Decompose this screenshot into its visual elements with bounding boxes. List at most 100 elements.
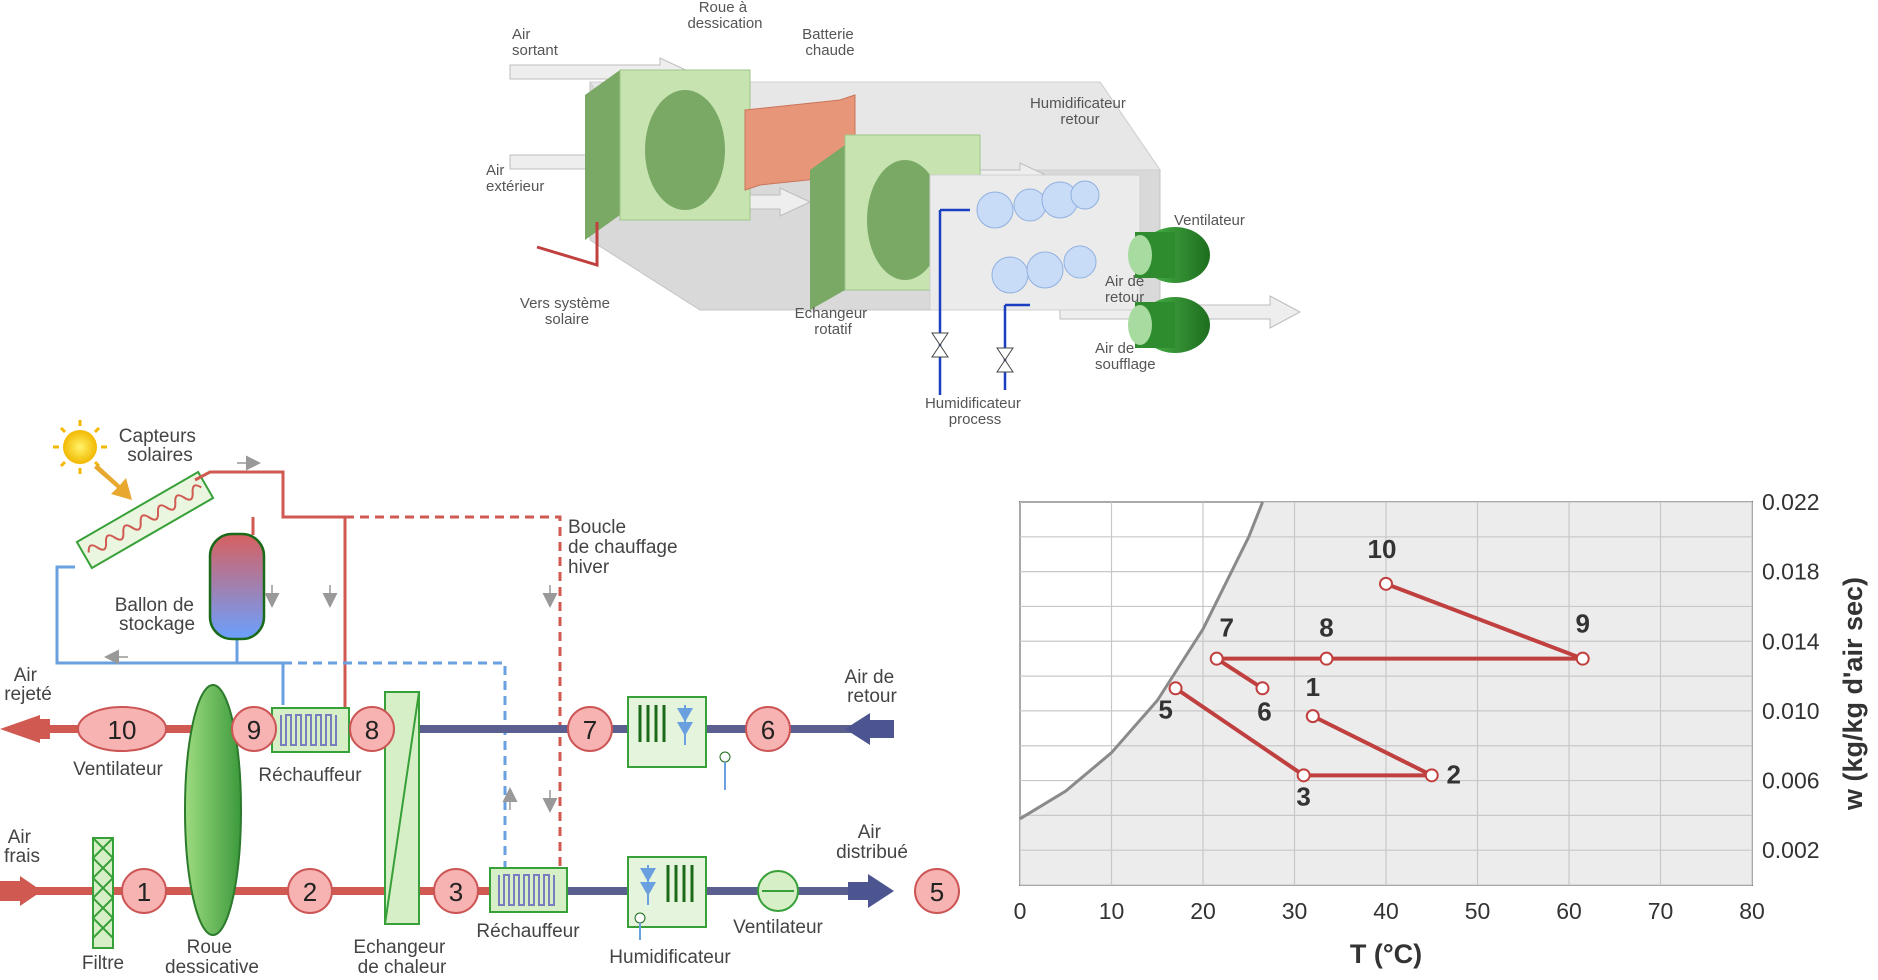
y-axis-title: w (kg/kg d'air sec): [1838, 577, 1868, 811]
schematic-node: 6: [745, 706, 791, 752]
state-point: [1575, 651, 1590, 666]
fan-lower: [1128, 297, 1210, 353]
y-tick-labels: 0.002 0.006 0.010 0.014 0.018 0.022: [1762, 489, 1820, 863]
label-rechauffeur-bottom: Réchauffeur: [476, 921, 580, 942]
desiccant-wheel-side: [585, 70, 620, 240]
heater-coil-top-icon: [271, 707, 350, 753]
schematic-node-label: 8: [365, 715, 379, 745]
y-tick-label: 0.018: [1762, 559, 1820, 585]
schematic-node: 3: [433, 868, 479, 914]
label-air-de-soufflage: Air de soufflage: [1095, 340, 1156, 373]
state-point-label: 2: [1447, 759, 1461, 789]
state-point-label: 8: [1319, 613, 1333, 643]
x-tick-label: 50: [1465, 898, 1491, 924]
label-air-sortant: Air sortant: [512, 26, 559, 59]
schematic-node-label: 7: [583, 715, 597, 745]
exhaust-arrow-icon: [0, 715, 40, 743]
humidifier-bottom-icon: [627, 856, 707, 940]
label-batterie-chaude: Batterie chaude: [802, 26, 858, 59]
schematic-node-label: 10: [108, 715, 137, 745]
supply-arrow-tail: [848, 882, 870, 900]
y-tick-label: 0.010: [1762, 698, 1820, 724]
schematic-node-label: 2: [303, 877, 317, 907]
x-tick-label: 0: [1014, 898, 1027, 924]
solar-hot-pipe: [194, 470, 347, 710]
return-arrow-icon: [845, 713, 870, 745]
state-point: [1255, 681, 1270, 696]
label-air-frais: Air frais: [4, 827, 40, 867]
schematic-node: 2: [287, 868, 333, 914]
label-ventilateur-exhaust: Ventilateur: [73, 759, 163, 780]
state-point: [1209, 651, 1224, 666]
schematic-node-label: 9: [247, 715, 261, 745]
supply-arrow-icon: [868, 874, 894, 908]
schematic-node-label: 6: [761, 715, 775, 745]
process-lines: [1174, 581, 1584, 778]
label-air-de-retour: Air de retour: [845, 667, 900, 707]
label-echangeur-rotatif: Echangeur rotatif: [795, 305, 872, 338]
schematic-node: 9: [231, 706, 277, 752]
x-tick-label: 60: [1556, 898, 1582, 924]
y-tick-label: 0.014: [1762, 628, 1820, 654]
filter-icon: [91, 837, 115, 949]
x-tick-label: 70: [1648, 898, 1674, 924]
heater-coil-bottom-icon: [489, 867, 568, 913]
label-ballon-de-stockage: Ballon de stockage: [115, 595, 200, 635]
label-filtre: Filtre: [82, 953, 124, 974]
state-point: [1424, 768, 1439, 783]
y-tick-label: 0.002: [1762, 837, 1820, 863]
fresh-air-arrow-tail: [0, 881, 22, 901]
label-air-exterieur: Air extérieur: [486, 162, 544, 195]
x-tick-label: 20: [1190, 898, 1216, 924]
x-tick-label: 10: [1099, 898, 1125, 924]
label-humidificateur-retour: Humidificateur retour: [1030, 95, 1130, 128]
state-point-label: 9: [1575, 609, 1589, 639]
label-air-rejete: Air rejeté: [4, 665, 52, 705]
label-air-distribue: Air distribué: [836, 822, 908, 863]
state-point-label: 7: [1219, 613, 1233, 643]
label-roue-dessicative: Roue dessicative: [165, 937, 259, 978]
process-segment: [1385, 581, 1584, 661]
solar-collector: [75, 470, 215, 570]
state-point: [1168, 681, 1183, 696]
solar-cold-pipe: [55, 565, 285, 705]
process-segment: [1174, 686, 1305, 777]
sun-icon: [63, 430, 97, 464]
label-ventilateur-supply: Ventilateur: [733, 917, 823, 938]
fresh-air-arrow-icon: [20, 876, 42, 906]
process-segment: [1311, 714, 1433, 778]
schematic-node: 10: [77, 706, 167, 752]
x-tick-label: 40: [1373, 898, 1399, 924]
schematic-node-label: 5: [930, 877, 944, 907]
ahu-3d-view: Air sortant Air extérieur Roue à dessica…: [486, 0, 1302, 428]
flow-arrows-icon: [104, 455, 558, 813]
state-point: [1296, 768, 1311, 783]
return-arrow-tail: [868, 720, 894, 738]
label-roue-dessication: Roue à dessication: [687, 0, 762, 32]
label-humidificateur: Humidificateur: [609, 947, 731, 968]
label-vers-systeme-solaire: Vers système solaire: [520, 295, 614, 328]
x-tick-label: 80: [1739, 898, 1765, 924]
y-tick-label: 0.006: [1762, 768, 1820, 794]
label-capteurs-solaires: Capteurs solaires: [119, 426, 201, 466]
schematic-node: 7: [567, 706, 613, 752]
state-point: [1319, 651, 1334, 666]
state-point-label: 10: [1368, 534, 1397, 564]
saturation-curve: [1019, 501, 1264, 821]
sun-arrow-icon: [94, 464, 132, 500]
schematic-node-label: 3: [449, 877, 463, 907]
valve-icon: [931, 332, 1014, 373]
state-point: [1305, 709, 1320, 724]
label-ventilateur-top: Ventilateur: [1174, 212, 1245, 229]
y-tick-label: 0.022: [1762, 489, 1820, 515]
label-rechauffeur-top: Réchauffeur: [258, 765, 362, 786]
desiccant-wheel-icon: [184, 684, 242, 936]
schematic-node: 5: [914, 868, 960, 914]
label-echangeur-de-chaleur: Echangeur de chaleur: [353, 937, 450, 978]
winter-heating-loop: [345, 515, 562, 870]
